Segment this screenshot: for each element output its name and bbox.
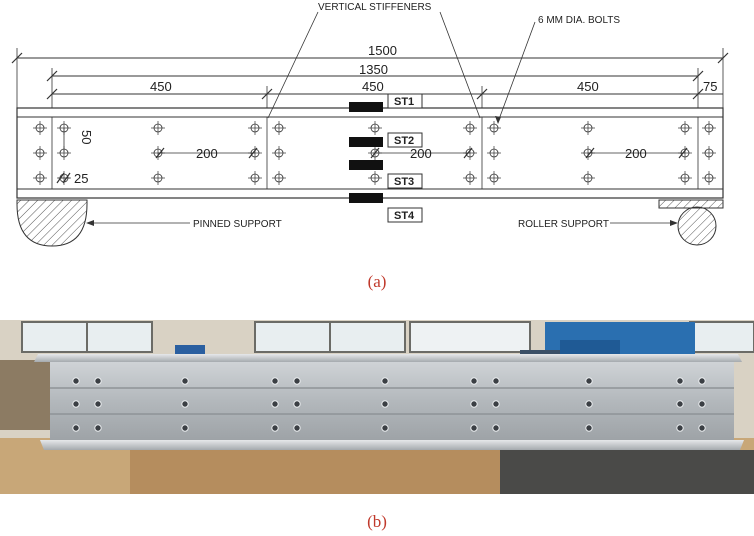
bolt-pattern: [33, 121, 716, 185]
bolt-head: [381, 377, 389, 385]
bolt-head: [72, 377, 80, 385]
bolt-head: [676, 424, 684, 432]
svg-text:ST2: ST2: [394, 135, 414, 147]
bolt-head: [381, 400, 389, 408]
bolt-symbol: [272, 146, 286, 160]
bolt-symbol: [581, 171, 595, 185]
stiffener-leader-left: [267, 11, 319, 119]
bolt-head: [271, 424, 279, 432]
bolt-head: [585, 377, 593, 385]
bolt-head: [492, 424, 500, 432]
bolts-label: 6 MM DIA. BOLTS: [538, 15, 620, 26]
bolt-symbol: [368, 171, 382, 185]
caption-a: (a): [367, 272, 387, 291]
bolt-symbol: [463, 121, 477, 135]
beam-photo: [0, 320, 754, 494]
pinned-support: [16, 199, 190, 247]
bolt-symbol: [487, 171, 501, 185]
bolt-head: [585, 400, 593, 408]
bolt-head: [585, 424, 593, 432]
roller-support-label: ROLLER SUPPORT: [518, 219, 609, 230]
bolt-head: [94, 424, 102, 432]
svg-text:450: 450: [577, 79, 599, 94]
bolt-head: [271, 377, 279, 385]
svg-text:ST1: ST1: [394, 96, 414, 108]
bolt-head: [492, 400, 500, 408]
bolt-head: [470, 377, 478, 385]
bolt-symbol: [33, 146, 47, 160]
bolt-head: [271, 400, 279, 408]
gauge-label: 50: [79, 130, 94, 144]
bolt-symbol: [702, 121, 716, 135]
pitch-label-left: 200: [196, 146, 218, 161]
bolt-head: [181, 377, 189, 385]
bolt-head: [470, 400, 478, 408]
dark-base: [500, 450, 754, 494]
dimension-span: 1350: [46, 62, 704, 108]
strain-gauge-blocks: [349, 102, 383, 203]
bolt-symbol: [248, 171, 262, 185]
bolt-head: [698, 424, 706, 432]
bolts-leader: [497, 21, 536, 123]
svg-text:ST3: ST3: [394, 176, 414, 188]
svg-text:450: 450: [362, 79, 384, 94]
beam-drawing: VERTICAL STIFFENERS 6 MM DIA. BOLTS 1500…: [11, 2, 729, 247]
bolt-head: [293, 377, 301, 385]
bolt-head: [470, 424, 478, 432]
bolt-head: [72, 400, 80, 408]
vertical-stiffeners-label: VERTICAL STIFFENERS: [318, 2, 432, 13]
bolt-symbol: [33, 121, 47, 135]
bolt-head: [698, 400, 706, 408]
pitch-label-right: 200: [625, 146, 647, 161]
bolt-symbol: [248, 121, 262, 135]
dimension-pitch: [56, 128, 688, 184]
bolt-symbol: [487, 121, 501, 135]
steel-beam: [34, 354, 744, 450]
bolt-symbol: [581, 121, 595, 135]
vertical-stiffeners: [51, 117, 699, 189]
stiffener-leader-right: [439, 11, 481, 119]
bolt-head: [676, 400, 684, 408]
bolt-head: [698, 377, 706, 385]
pitch-label-mid: 200: [410, 146, 432, 161]
strain-gauge-tags: ST1 ST2 ST3 ST4: [387, 93, 423, 223]
dimension-overall: 1500: [11, 43, 729, 108]
bolt-head: [181, 424, 189, 432]
table-top: [130, 448, 550, 494]
pinned-support-label: PINNED SUPPORT: [193, 219, 282, 230]
bolt-symbol: [151, 121, 165, 135]
bolt-symbol: [463, 171, 477, 185]
bolt-symbol: [487, 146, 501, 160]
caption-b: (b): [367, 512, 387, 531]
bolt-head: [72, 424, 80, 432]
bolt-head: [181, 400, 189, 408]
bolt-symbol: [368, 121, 382, 135]
bolt-symbol: [33, 171, 47, 185]
bolt-symbol: [678, 171, 692, 185]
windows: [21, 321, 754, 353]
bolt-symbol: [702, 171, 716, 185]
svg-text:75: 75: [703, 79, 717, 94]
bolt-head: [676, 377, 684, 385]
bolts-leader-arrow: [495, 116, 501, 124]
bolt-symbol: [151, 171, 165, 185]
svg-text:1500: 1500: [368, 43, 397, 58]
svg-text:1350: 1350: [359, 62, 388, 77]
bolt-symbol: [702, 146, 716, 160]
bolt-head: [293, 400, 301, 408]
bolt-head: [381, 424, 389, 432]
roller-support: [610, 199, 724, 246]
photo-bolt-heads: [72, 377, 706, 432]
bolt-symbol: [272, 171, 286, 185]
edge-distance-label: 25: [74, 171, 88, 186]
svg-text:450: 450: [150, 79, 172, 94]
bolt-head: [293, 424, 301, 432]
bolt-head: [94, 400, 102, 408]
dimension-segments: 450 450 450 75: [46, 79, 723, 108]
svg-text:ST4: ST4: [394, 210, 415, 222]
bolt-head: [94, 377, 102, 385]
bolt-symbol: [272, 121, 286, 135]
bolt-symbol: [678, 121, 692, 135]
bolt-head: [492, 377, 500, 385]
